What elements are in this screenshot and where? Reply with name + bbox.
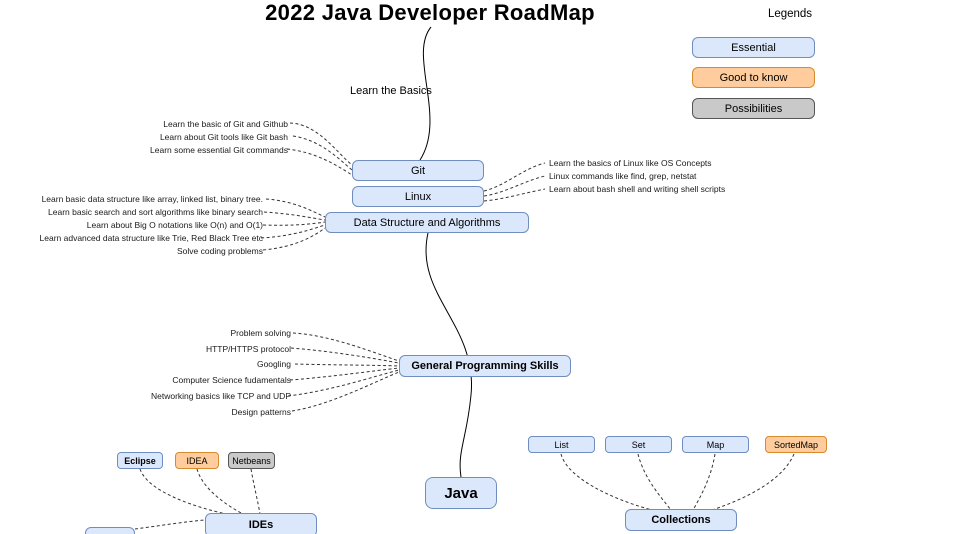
annotation-linux-0: Learn the basics of Linux like OS Concep… xyxy=(549,158,712,168)
annotation-dsa-4: Solve coding problems xyxy=(177,246,263,256)
node-ide-eclipse: Eclipse xyxy=(117,452,163,469)
node-ide-idea: IDEA xyxy=(175,452,219,469)
annotation-gps-2: Googling xyxy=(256,359,291,369)
node-ide-netbeans: Netbeans xyxy=(228,452,275,469)
node-java: Java xyxy=(425,477,497,509)
node-collection-list: List xyxy=(528,436,595,453)
node-collection-map: Map xyxy=(682,436,749,453)
annotation-gps-5: Design patterns xyxy=(231,407,291,417)
annotation-git-2: Learn some essential Git commands xyxy=(150,145,288,155)
node-linux: Linux xyxy=(352,186,484,207)
annotation-dsa-1: Learn basic search and sort algorithms l… xyxy=(48,207,263,217)
annotation-linux-1: Linux commands like find, grep, netstat xyxy=(549,171,697,181)
legend-essential: Essential xyxy=(692,37,815,58)
page-title: 2022 Java Developer RoadMap xyxy=(265,0,595,25)
node-ides: IDEs xyxy=(205,513,317,534)
annotation-gps-1: HTTP/HTTPS protocol xyxy=(205,344,291,354)
node-collection-sortedmap: SortedMap xyxy=(765,436,827,453)
node-collection-set: Set xyxy=(605,436,672,453)
annotation-git-1: Learn about Git tools like Git bash xyxy=(159,132,288,142)
legend-good-to-know: Good to know xyxy=(692,67,815,88)
annotation-dsa-2: Learn about Big O notations like O(n) an… xyxy=(86,220,263,230)
annotation-gps-4: Networking basics like TCP and UDP xyxy=(151,391,291,401)
annotation-gps-3: Computer Science fudamentals xyxy=(172,375,291,385)
dashed-connectors xyxy=(134,122,795,530)
annotation-dsa-0: Learn basic data structure like array, l… xyxy=(41,194,263,204)
annotation-dsa-3: Learn advanced data structure like Trie,… xyxy=(39,233,263,243)
node-collections: Collections xyxy=(625,509,737,531)
annotation-git-0: Learn the basic of Git and Github xyxy=(163,119,288,129)
node-data-structure-algorithms: Data Structure and Algorithms xyxy=(325,212,529,233)
node-partial-bottom-left xyxy=(85,527,135,534)
annotation-linux-2: Learn about bash shell and writing shell… xyxy=(549,184,726,194)
node-git: Git xyxy=(352,160,484,181)
annotation-gps-0: Problem solving xyxy=(230,328,291,338)
legend-heading: Legends xyxy=(767,8,813,20)
learn-the-basics-label: Learn the Basics xyxy=(350,85,432,97)
legend-possibilities: Possibilities xyxy=(692,98,815,119)
node-general-programming-skills: General Programming Skills xyxy=(399,355,571,377)
